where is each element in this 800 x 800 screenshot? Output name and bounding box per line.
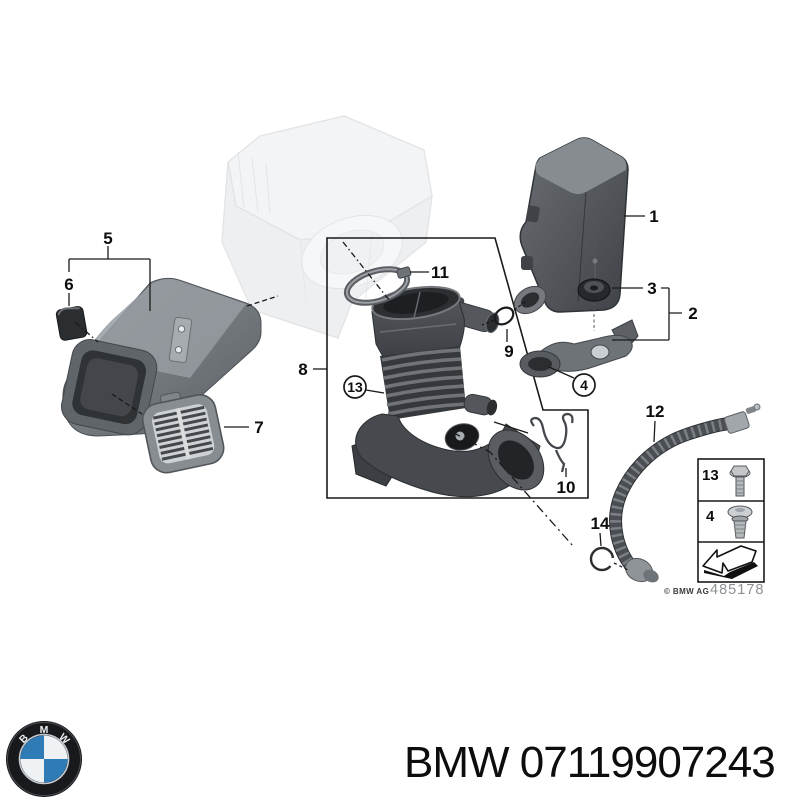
- callout-10: 10: [557, 478, 576, 497]
- logo-letter-m: M: [40, 724, 49, 736]
- callout-11: 11: [431, 263, 449, 282]
- callout-14: 14: [591, 514, 610, 533]
- legend-label-13: 13: [702, 467, 719, 484]
- legend-label-4: 4: [706, 508, 715, 525]
- vent-hose-part12: [609, 403, 761, 583]
- resonator-part1: [513, 137, 629, 315]
- fastener-legend-box: 13 4: [697, 458, 765, 583]
- mounting-bracket-part2: [519, 319, 639, 378]
- rubber-grommet-part3: [577, 240, 611, 331]
- screw-icon: [729, 465, 751, 497]
- callout-1: 1: [649, 207, 658, 226]
- snap-ring-part14: [589, 546, 615, 572]
- exploded-parts-diagram: 1 2 3 4 5 6 7 8 9 10 11 12 13 14 13 4: [55, 115, 765, 583]
- group-box-8: [326, 237, 589, 499]
- clamp-ring-part11: [343, 266, 412, 306]
- rubber-pad-part6: [55, 306, 88, 341]
- callout-8: 8: [298, 360, 307, 379]
- callout-2: 2: [688, 304, 697, 323]
- callout-6: 6: [64, 275, 73, 294]
- callout-12: 12: [646, 402, 665, 421]
- part-number-text: BMW 07119907243: [404, 738, 776, 787]
- sheet-number: 485178: [710, 582, 765, 598]
- callout-3: 3: [647, 279, 656, 298]
- callout-4: 4: [580, 377, 588, 393]
- copyright-text: © BMW AG: [664, 587, 710, 596]
- intake-boot-part8: [351, 285, 545, 498]
- retaining-clip-part10: [530, 412, 574, 473]
- leader-lines: [68, 215, 682, 572]
- callout-9: 9: [504, 342, 513, 361]
- o-ring-part9: [493, 306, 515, 326]
- direction-arrow-icon: [702, 545, 758, 579]
- intake-grille-part7: [141, 391, 225, 474]
- callout-7: 7: [254, 418, 263, 437]
- callout-5: 5: [103, 229, 112, 248]
- callout-13: 13: [347, 379, 363, 395]
- bmw-roundel-logo: B M W: [4, 719, 84, 799]
- intake-duct-part5: [61, 277, 262, 437]
- expansion-rivet-icon: [727, 505, 753, 539]
